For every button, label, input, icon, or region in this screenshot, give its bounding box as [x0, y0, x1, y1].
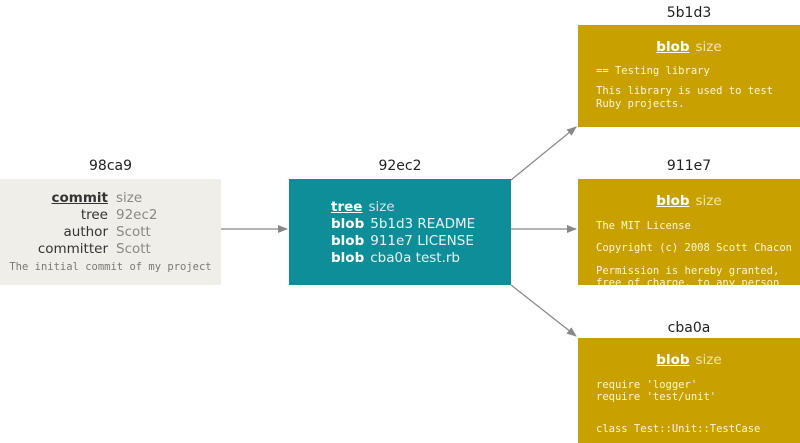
blob-content-line: Permission is hereby granted,: [596, 265, 780, 277]
blob-hash: 911e7: [666, 158, 712, 174]
tree-row-value: cba0a test.rb: [370, 250, 460, 266]
commit-row-value: 92ec2: [116, 207, 158, 223]
commit-message: The initial commit of my project: [9, 261, 212, 273]
arrow-tree-to-blob-5b1d3: [510, 126, 577, 181]
commit-row-value: size: [116, 190, 143, 206]
blob-hash: cba0a: [667, 320, 711, 336]
commit-row-value: Scott: [116, 224, 151, 240]
tree-row-value: 911e7 LICENSE: [370, 233, 474, 249]
blob-size: size: [695, 352, 722, 368]
tree-row-value: size: [368, 199, 395, 215]
tree-row-key: tree: [331, 199, 363, 215]
blob-header: blob size: [578, 352, 800, 368]
blob-header: blob size: [578, 39, 800, 55]
blob-key: blob: [656, 352, 690, 368]
commit-row-value: Scott: [116, 241, 151, 257]
tree-row-key: blob: [331, 250, 365, 266]
tree-row-key: blob: [331, 233, 365, 249]
blob-object-cba0a: blob size require 'logger' require 'test/…: [578, 338, 800, 443]
blob-content-line: require 'test/unit': [596, 391, 717, 403]
blob-content-line: require 'logger': [596, 379, 698, 391]
blob-key: blob: [656, 39, 690, 55]
tree-row: tree size: [331, 199, 395, 216]
blob-content-line: The MIT License: [596, 220, 691, 232]
tree-hash: 92ec2: [378, 158, 422, 174]
blob-content-line: Copyright (c) 2008 Scott Chacon: [596, 242, 792, 254]
blob-size: size: [695, 39, 722, 55]
blob-header: blob size: [578, 193, 800, 209]
tree-row: blob 5b1d3 README: [331, 216, 475, 233]
blob-content-line: Ruby projects.: [596, 98, 685, 110]
blob-size: size: [695, 193, 722, 209]
commit-object: commit size tree 92ec2 author Scott comm…: [0, 179, 221, 285]
commit-hash: 98ca9: [89, 158, 132, 174]
blob-content-line: This library is used to test: [596, 85, 774, 97]
blob-content-line: == Testing library: [596, 65, 710, 77]
blob-content-line: class Test::Unit::TestCase: [596, 423, 761, 435]
blob-object-5b1d3: blob size == Testing library This library…: [578, 25, 800, 127]
blob-object-911e7: blob size The MIT License Copyright (c) 2…: [578, 179, 800, 285]
commit-row-key: author: [63, 224, 109, 240]
blob-key: blob: [656, 193, 690, 209]
commit-row-key: commit: [51, 190, 109, 206]
tree-object: tree size blob 5b1d3 README blob 911e7 LICE…: [289, 179, 511, 285]
commit-row-key: tree: [80, 207, 108, 223]
tree-row: blob 911e7 LICENSE: [331, 233, 474, 250]
blob-hash: 5b1d3: [666, 5, 712, 21]
tree-row-value: 5b1d3 README: [370, 216, 476, 232]
commit-row-key: committer: [37, 241, 108, 257]
arrow-tree-to-blob-cba0a: [510, 284, 577, 337]
tree-row: blob cba0a test.rb: [331, 250, 460, 267]
tree-row-key: blob: [331, 216, 365, 232]
blob-content-line: free of charge, to any person: [596, 277, 780, 285]
